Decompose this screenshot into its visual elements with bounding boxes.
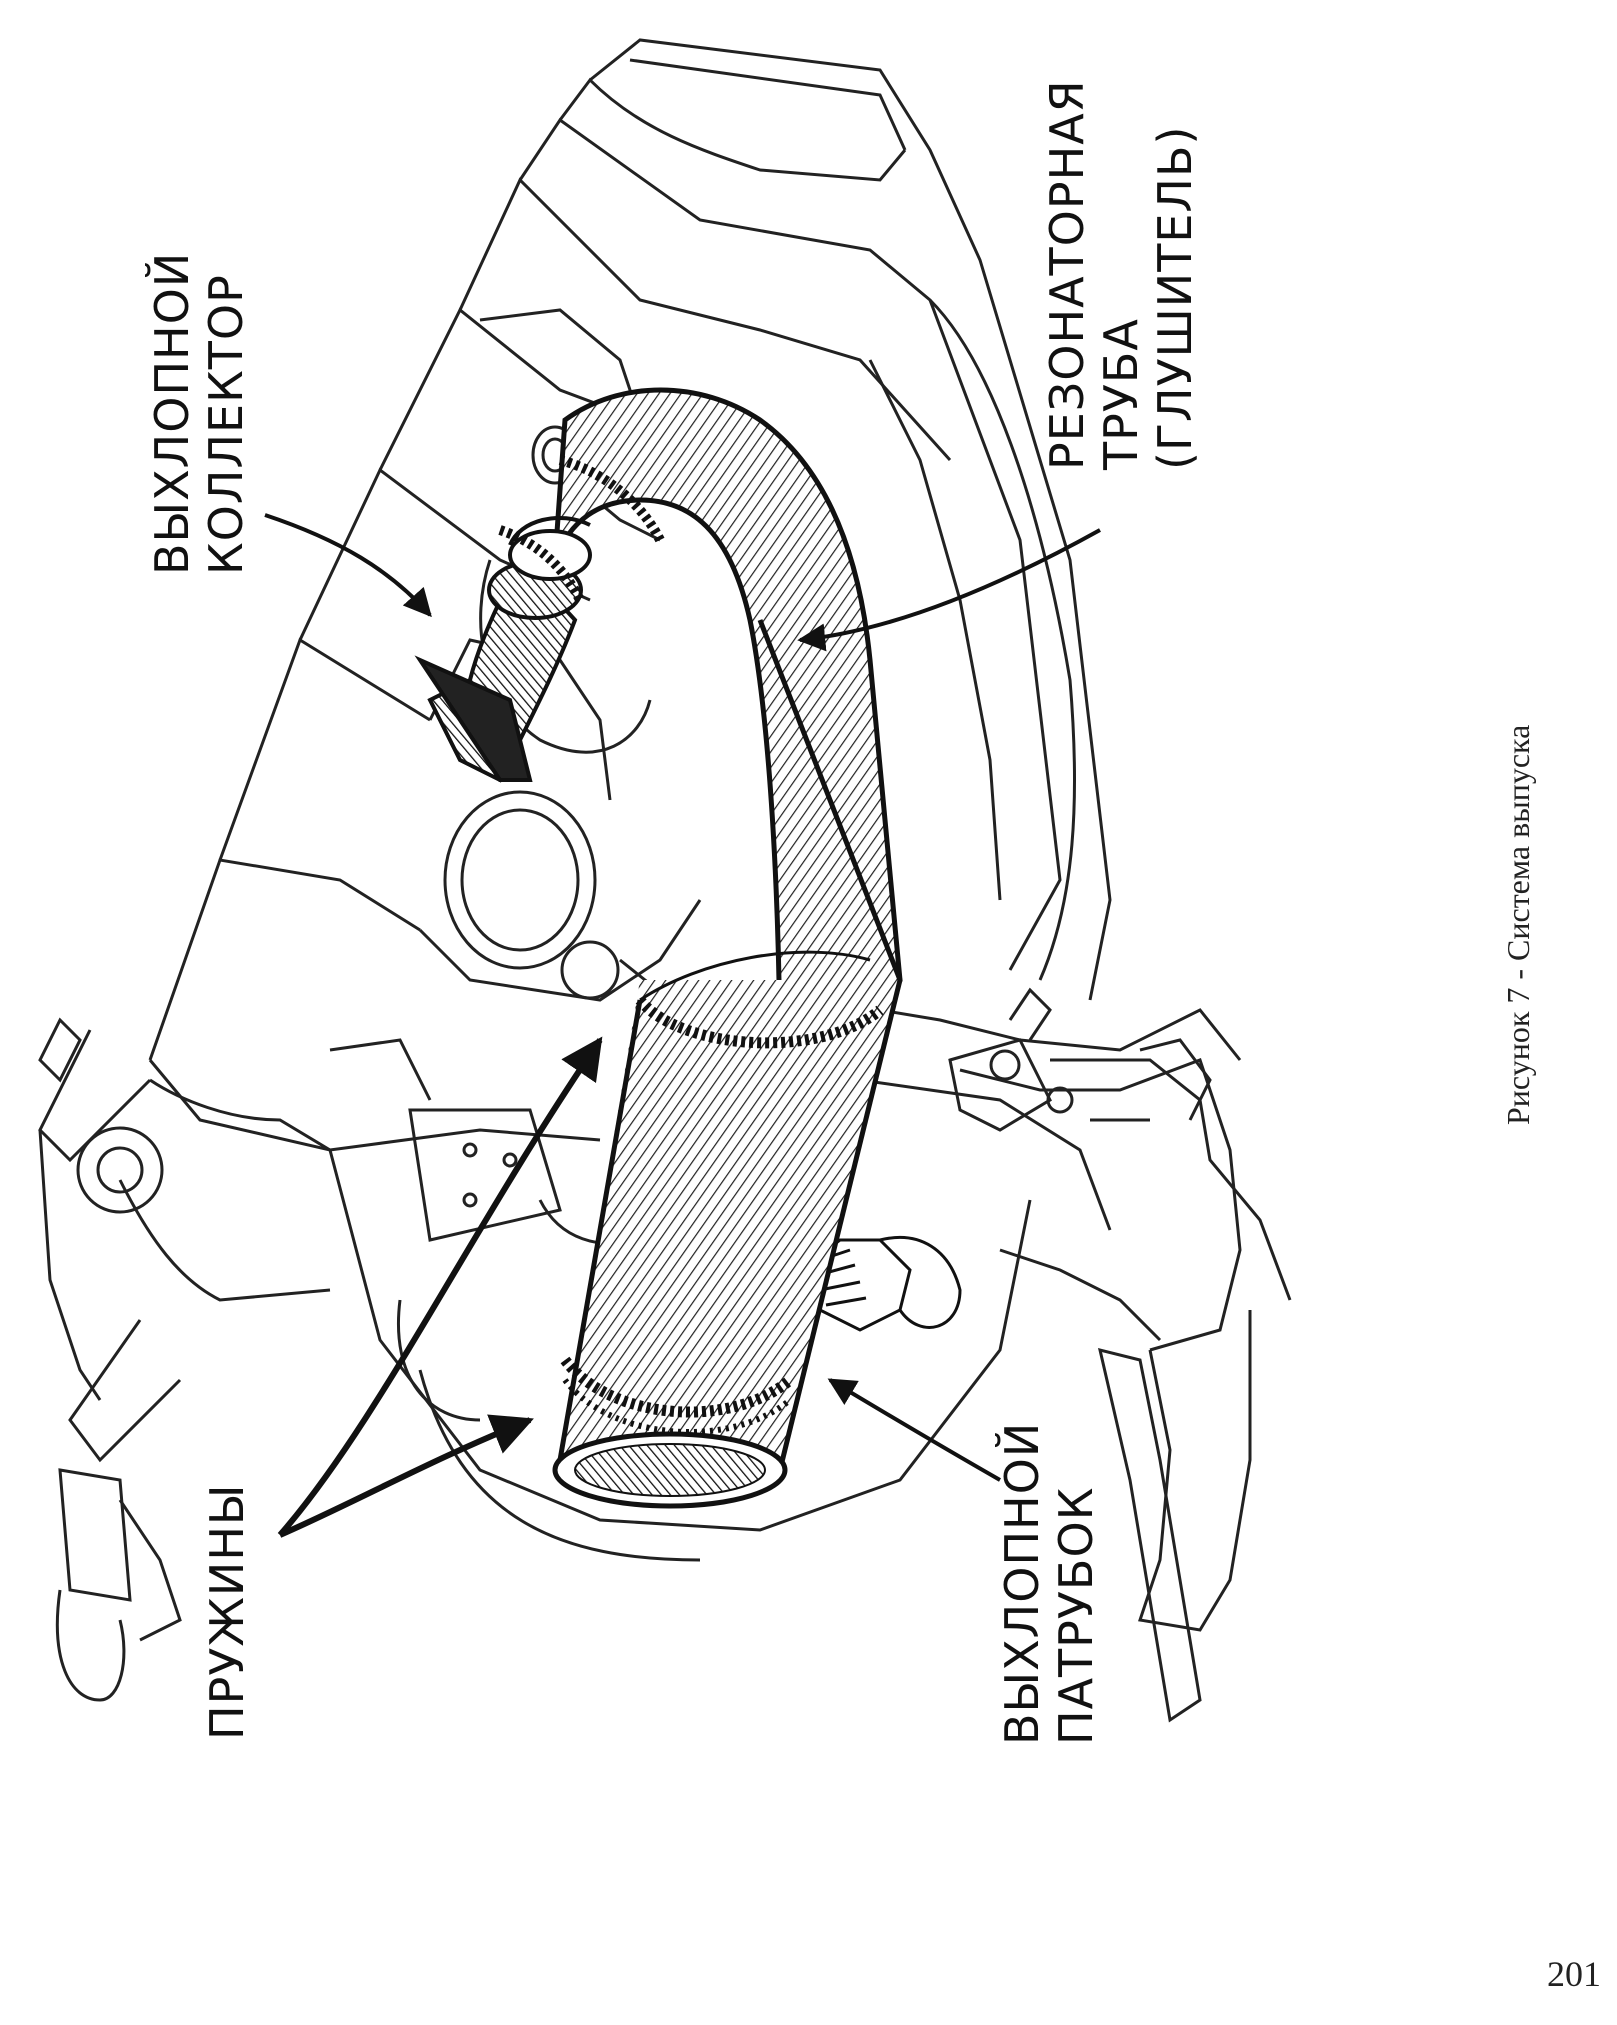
figure-caption: Рисунок 7 - Система выпуска	[1500, 724, 1536, 1125]
page-number: 201	[1547, 1954, 1601, 1994]
exhaust-outlet-label: ВЫХЛОПНОЙ ПАТРУБОК	[995, 1422, 1103, 1745]
springs-label-text: ПРУЖИНЫ	[200, 1483, 254, 1741]
exhaust-collector-label-line2: КОЛЛЕКТОР	[199, 274, 253, 575]
exhaust-collector-label-line1: ВЫХЛОПНОЙ	[145, 251, 199, 575]
collector-spring	[498, 525, 585, 603]
outlet-arrow	[827, 1378, 1001, 1482]
leader-arrows	[264, 513, 1101, 1538]
collector-arrow	[264, 513, 432, 618]
exhaust-collector	[414, 455, 665, 783]
springs-arrow-lower	[278, 1414, 534, 1538]
resonator-arrow	[797, 528, 1101, 652]
resonator-tube	[552, 387, 903, 1509]
exhaust-outlet-label-line1: ВЫХЛОПНОЙ	[995, 1421, 1049, 1745]
resonator-label-line3: (ГЛУШИТЕЛЬ)	[1148, 125, 1202, 470]
spring-band-upper	[635, 996, 884, 1049]
exhaust-outlet-label-line2: ПАТРУБОК	[1049, 1486, 1103, 1745]
snowmobile-body	[38, 38, 1292, 1723]
springs-label: ПРУЖИНЫ	[200, 1484, 254, 1741]
resonator-label-line1: РЕЗОНАТОРНАЯ	[1040, 79, 1094, 470]
resonator-label: РЕЗОНАТОРНАЯ ТРУБА (ГЛУШИТЕЛЬ)	[1040, 79, 1202, 470]
spring-band-lower	[560, 1356, 794, 1418]
springs-arrow-upper	[277, 1036, 603, 1537]
resonator-label-line2: ТРУБА	[1094, 318, 1148, 470]
exhaust-collector-label: ВЫХЛОПНОЙ КОЛЛЕКТОР	[145, 252, 253, 575]
